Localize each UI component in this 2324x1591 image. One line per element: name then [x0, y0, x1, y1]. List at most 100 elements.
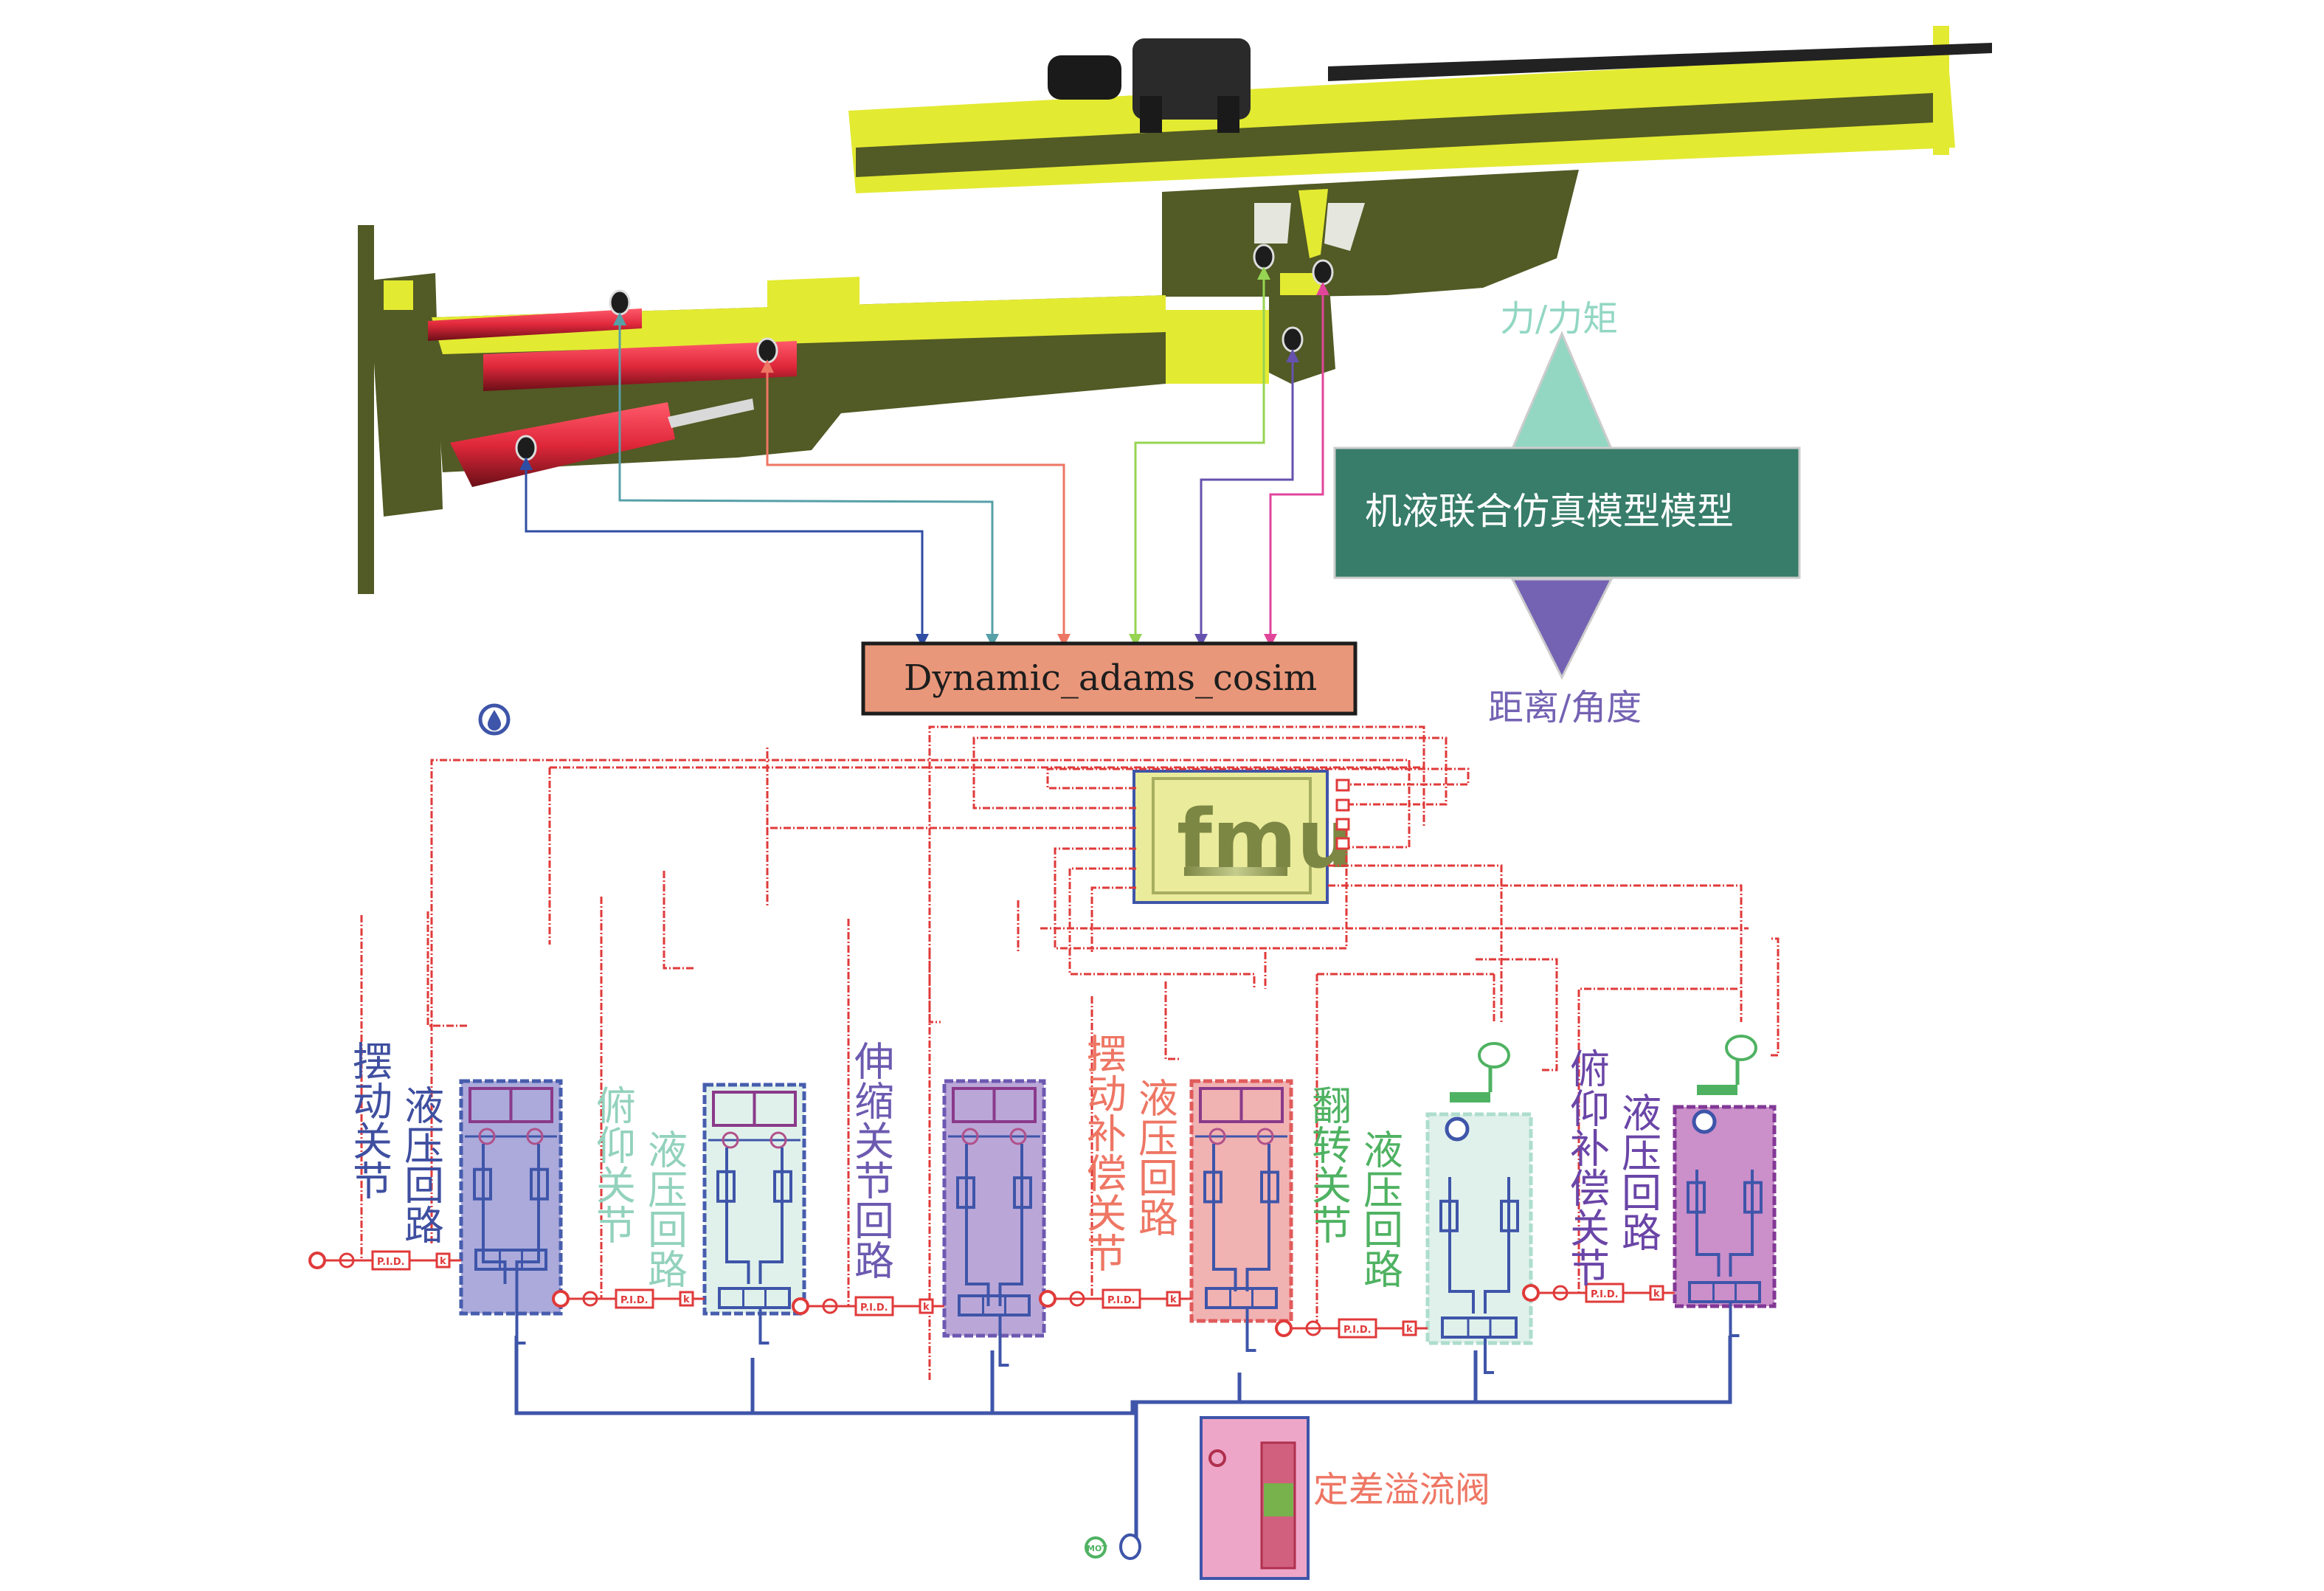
gain-label: k — [1170, 1294, 1177, 1305]
reference-signal-icon — [1039, 1290, 1056, 1308]
gain-block[interactable] — [1402, 1320, 1417, 1336]
fmu-block[interactable]: fmu — [1132, 770, 1355, 904]
legend: 力/力矩 机液联合仿真模型模型 距离/角度 — [1333, 298, 1801, 728]
gain-label: k — [1406, 1324, 1413, 1335]
directional-valve-icon[interactable] — [718, 1287, 791, 1309]
hydraulic-circuit-5[interactable]: P.I.D.k翻转关节液压回路 — [1275, 1042, 1533, 1374]
hydraulic-circuit-2[interactable]: P.I.D. k 俯仰关节液压回路 — [552, 1083, 806, 1345]
pid-controller[interactable] — [371, 1250, 411, 1271]
pid-label: P.I.D. — [620, 1295, 649, 1306]
pid-controller[interactable] — [1585, 1283, 1625, 1303]
cosim-block-label: Dynamic_adams_cosim — [904, 658, 1317, 699]
rotary-motor-icon — [1445, 1117, 1470, 1142]
pid-controller[interactable] — [615, 1288, 654, 1309]
signal-line-flip-joint — [1264, 282, 1329, 647]
pid-controller[interactable] — [854, 1296, 894, 1316]
joint-marker-flip[interactable] — [1312, 259, 1334, 286]
hydraulic-circuits: P.I.D.k摆动关节液压回路P.I.D.k俯仰关节液压回路P.I.D.k伸缩关… — [308, 1033, 1777, 1374]
fmu-output-gains — [1335, 779, 1350, 850]
signal-line-lower-cylinder — [519, 457, 929, 647]
reference-signal-icon — [552, 1290, 570, 1308]
legend-force-label: 力/力矩 — [1500, 298, 1618, 339]
gain-block[interactable] — [1335, 837, 1350, 850]
hydraulic-circuit-1[interactable]: P.I.D. k 摆动关节液压回路 — [308, 1040, 563, 1345]
chamber-icon — [1256, 1128, 1274, 1145]
svg-text:MOT: MOT — [1087, 1544, 1107, 1553]
circuit-label-line2: 液压回路 — [1132, 1077, 1178, 1237]
hydraulic-circuit-4[interactable]: P.I.D. k 摆动补偿关节液压回路 — [1039, 1033, 1293, 1352]
motor-pump[interactable]: MOT — [1085, 1533, 1141, 1560]
rotary-motor-icon — [1692, 1109, 1717, 1134]
up-arrow-icon — [1510, 331, 1614, 450]
joint-marker-lower-cylinder[interactable] — [515, 435, 537, 461]
pid-controller[interactable] — [1102, 1288, 1141, 1309]
legend-distance-label: 距离/角度 — [1488, 687, 1642, 728]
pid-controller[interactable] — [1338, 1318, 1377, 1339]
circuit-label: 翻转关节 — [1305, 1085, 1352, 1244]
gain-block[interactable] — [919, 1298, 934, 1314]
directional-valve-icon[interactable] — [958, 1294, 1031, 1316]
gain-block[interactable] — [1335, 779, 1350, 792]
down-arrow-icon — [1510, 578, 1614, 680]
signal-line-middle-cylinder — [761, 359, 1071, 647]
gain-block[interactable] — [1166, 1291, 1181, 1307]
gain-block[interactable] — [1649, 1285, 1664, 1301]
joint-marker-extension[interactable] — [1282, 326, 1304, 353]
reference-signal-icon — [792, 1297, 809, 1315]
angle-sensor-icon — [1450, 1092, 1490, 1102]
gain-label: k — [923, 1302, 930, 1313]
joint-marker-upper-cylinder[interactable] — [609, 289, 631, 316]
chamber-icon — [526, 1128, 544, 1145]
chamber-icon — [1009, 1128, 1027, 1145]
pid-label: P.I.D. — [1591, 1289, 1619, 1300]
pid-label: P.I.D. — [1107, 1295, 1135, 1306]
directional-valve-icon[interactable] — [474, 1249, 547, 1271]
directional-valve-icon[interactable] — [1441, 1316, 1518, 1339]
control-signal-network — [360, 725, 1780, 1380]
pid-label: P.I.D. — [377, 1257, 405, 1268]
gain-block[interactable] — [1335, 798, 1350, 812]
chamber-icon — [722, 1131, 739, 1149]
gain-block[interactable] — [679, 1291, 694, 1307]
joint-marker-middle-cylinder[interactable] — [756, 337, 778, 364]
directional-valve-icon[interactable] — [1688, 1281, 1761, 1303]
relief-valve[interactable]: 定差溢流阀 MOT — [1085, 1416, 1490, 1580]
drill-rod — [1048, 38, 1992, 133]
legend-center-box — [1333, 446, 1801, 579]
gain-label: k — [440, 1256, 446, 1267]
chamber-icon — [478, 1128, 496, 1145]
reference-signal-icon — [1275, 1319, 1293, 1337]
signal-line-extension-joint — [1194, 349, 1299, 647]
gain-label: k — [683, 1294, 690, 1305]
drill-feed-beam — [848, 26, 1955, 297]
pid-label: P.I.D. — [860, 1302, 888, 1314]
chamber-icon — [1208, 1128, 1226, 1145]
hydraulic-circuit-6[interactable]: P.I.D.k俯仰补偿关节液压回路 — [1522, 1035, 1777, 1337]
reference-signal-icon — [308, 1252, 326, 1269]
circuit-label-line2: 液压回路 — [398, 1085, 444, 1244]
reference-signal-icon — [1522, 1284, 1540, 1302]
cosim-signal-lines — [519, 266, 1329, 647]
joint-marker-pitch[interactable] — [1253, 244, 1275, 270]
circuit-label: 伸缩关节回路 — [848, 1040, 894, 1280]
directional-valve-icon[interactable] — [1205, 1287, 1278, 1309]
gain-label: k — [1653, 1288, 1660, 1300]
hydraulic-fluid-icon[interactable] — [478, 703, 511, 736]
circuit-label: 俯仰补偿关节 — [1563, 1048, 1610, 1287]
angle-sensor-icon — [1697, 1085, 1737, 1095]
legend-center-label: 机液联合仿真模型模型 — [1365, 490, 1734, 533]
circuit-label: 俯仰关节 — [589, 1085, 636, 1244]
relief-valve-label: 定差溢流阀 — [1313, 1469, 1490, 1511]
chamber-icon — [961, 1128, 979, 1145]
gain-block[interactable] — [435, 1252, 451, 1269]
circuit-label-line2: 液压回路 — [1357, 1129, 1403, 1288]
circuit-label-line2: 液压回路 — [641, 1129, 688, 1288]
circuit-label: 摆动关节 — [346, 1040, 392, 1200]
return-line — [514, 1336, 1732, 1542]
chamber-icon — [770, 1131, 787, 1149]
hydraulic-circuit-3[interactable]: P.I.D. k 伸缩关节回路 — [792, 1040, 1046, 1367]
circuit-label: 摆动补偿关节 — [1080, 1033, 1127, 1272]
gain-block[interactable] — [1335, 818, 1350, 831]
cosim-block[interactable]: Dynamic_adams_cosim — [861, 641, 1358, 716]
